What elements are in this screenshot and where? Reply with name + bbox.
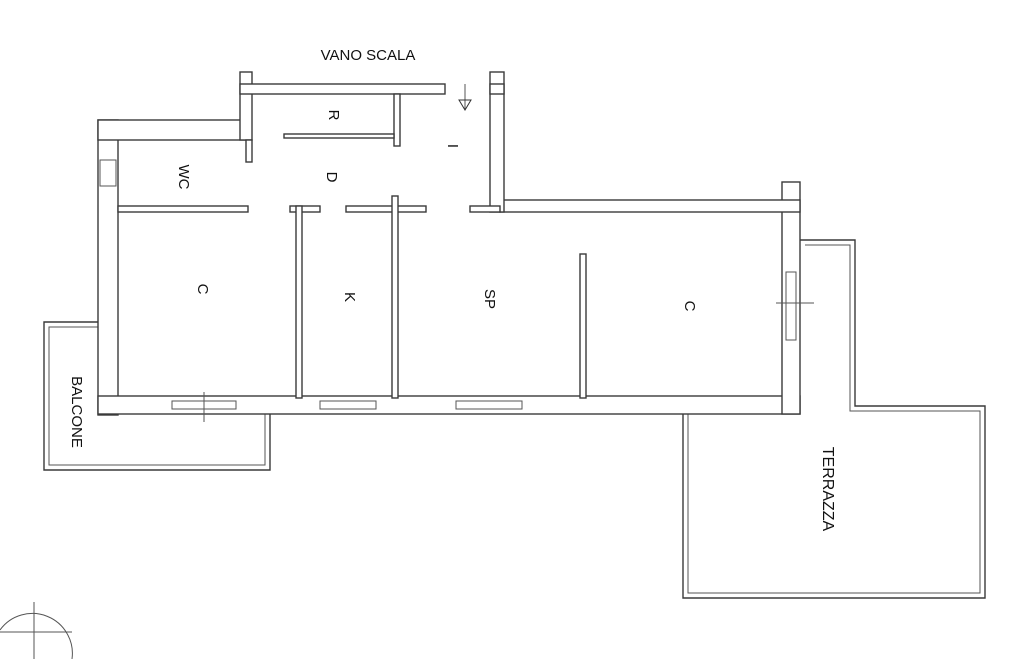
terrace-label: TERRAZZA [819,447,836,532]
windows [99,159,814,422]
room-label-wc: WC [175,165,192,190]
room-label-i: I [444,144,461,148]
room-label-sp: SP [481,289,498,309]
room-label-r: R [325,110,342,121]
outer-walls [97,71,801,416]
compass-icon [0,602,73,659]
room-label-c-left: C [194,284,211,295]
balcony-outline [43,321,271,471]
interior-walls [117,93,587,399]
terrace-outline [682,239,986,599]
room-label-d: D [323,172,340,183]
room-label-k: K [341,292,358,302]
balcony-label: BALCONE [68,376,85,448]
entrance-arrow-icon [458,84,472,111]
vano-scala-label: VANO SCALA [321,47,416,64]
room-label-c-right: C [681,301,698,312]
